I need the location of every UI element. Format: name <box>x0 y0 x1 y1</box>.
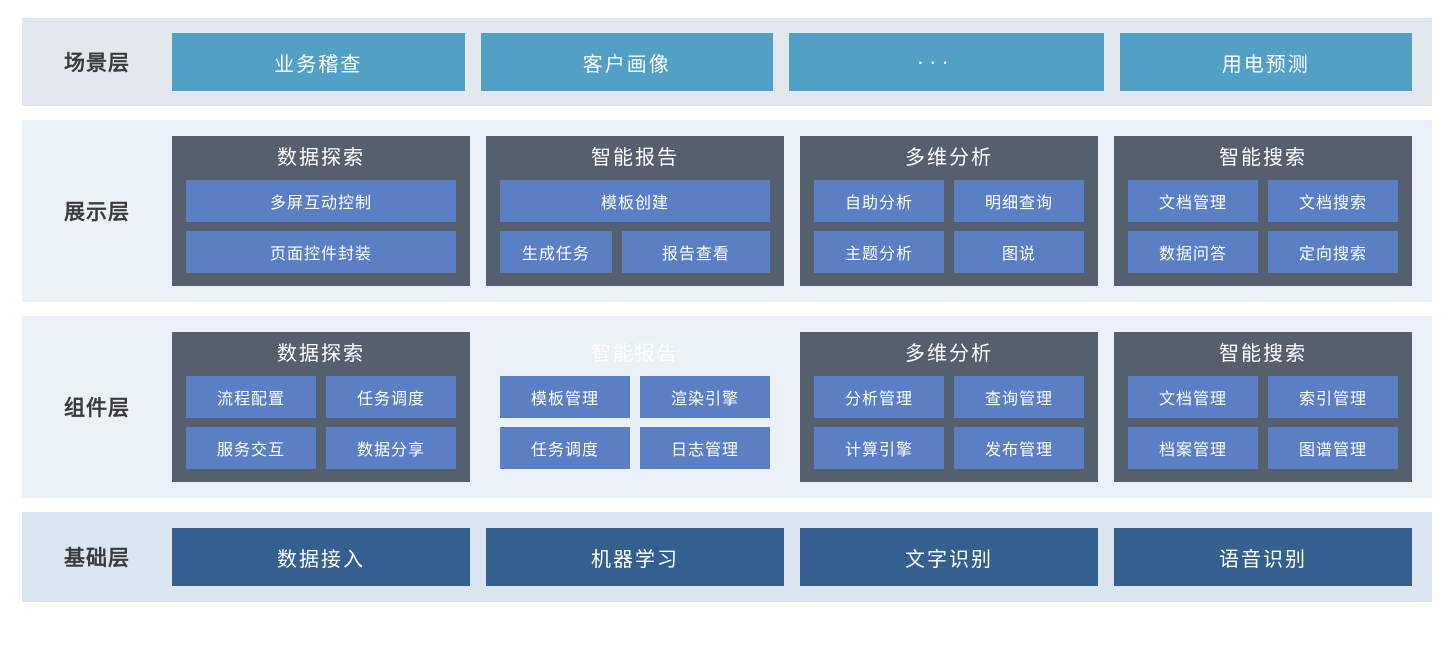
layer-label-component: 组件层 <box>64 397 130 420</box>
module-card-row: 生成任务报告查看 <box>500 231 770 273</box>
module-card-row: 档案管理图谱管理 <box>1128 427 1398 469</box>
module-sub-tile[interactable]: 数据分享 <box>326 427 456 469</box>
base-tile[interactable]: 文字识别 <box>800 528 1098 586</box>
module-sub-tile[interactable]: 渲染引擎 <box>640 376 770 418</box>
module-card-rows: 分析管理查询管理计算引擎发布管理 <box>814 376 1084 470</box>
layer-band-component: 组件层数据探索流程配置任务调度服务交互数据分享智能报告模板管理渲染引擎任务调度日… <box>22 316 1432 498</box>
module-card-title: 多维分析 <box>905 343 993 365</box>
module-card[interactable]: 智能报告模板管理渲染引擎任务调度日志管理 <box>486 332 784 482</box>
layer-label-scene: 场景层 <box>64 52 130 75</box>
scene-tile[interactable]: 业务稽查 <box>172 33 465 91</box>
module-sub-tile[interactable]: 分析管理 <box>814 376 944 418</box>
module-sub-tile[interactable]: 图说 <box>954 231 1084 273</box>
module-sub-tile[interactable]: 发布管理 <box>954 427 1084 469</box>
module-sub-tile[interactable]: 索引管理 <box>1268 376 1398 418</box>
module-sub-tile[interactable]: 生成任务 <box>500 231 612 273</box>
module-sub-tile[interactable]: 报告查看 <box>621 231 770 273</box>
module-card-row: 多屏互动控制 <box>186 180 456 222</box>
module-card-row: 任务调度日志管理 <box>500 427 770 469</box>
module-card[interactable]: 数据探索多屏互动控制页面控件封装 <box>172 136 470 286</box>
module-sub-tile[interactable]: 文档搜索 <box>1268 180 1398 222</box>
module-sub-tile[interactable]: 查询管理 <box>954 376 1084 418</box>
module-card-rows: 文档管理索引管理档案管理图谱管理 <box>1128 376 1398 470</box>
module-card[interactable]: 智能报告模板创建生成任务报告查看 <box>486 136 784 286</box>
module-card-row: 主题分析图说 <box>814 231 1084 273</box>
layer-body-display: 数据探索多屏互动控制页面控件封装智能报告模板创建生成任务报告查看多维分析自助分析… <box>172 120 1432 302</box>
module-card-row: 流程配置任务调度 <box>186 376 456 418</box>
module-card[interactable]: 多维分析自助分析明细查询主题分析图说 <box>800 136 1098 286</box>
module-sub-tile[interactable]: 模板创建 <box>500 180 770 222</box>
module-card-title: 智能报告 <box>591 343 679 365</box>
module-sub-tile[interactable]: 计算引擎 <box>814 427 944 469</box>
module-sub-tile[interactable]: 自助分析 <box>814 180 944 222</box>
layer-band-display: 展示层数据探索多屏互动控制页面控件封装智能报告模板创建生成任务报告查看多维分析自… <box>22 120 1432 302</box>
module-card-row: 模板管理渲染引擎 <box>500 376 770 418</box>
module-card-title: 智能搜索 <box>1219 343 1307 365</box>
layer-body-component: 数据探索流程配置任务调度服务交互数据分享智能报告模板管理渲染引擎任务调度日志管理… <box>172 316 1432 498</box>
module-sub-tile[interactable]: 多屏互动控制 <box>186 180 456 222</box>
module-card-title: 智能搜索 <box>1219 147 1307 169</box>
module-card-title: 多维分析 <box>905 147 993 169</box>
layer-body-base: 数据接入机器学习文字识别语音识别 <box>172 512 1432 602</box>
module-sub-tile[interactable]: 模板管理 <box>500 376 630 418</box>
base-tile[interactable]: 数据接入 <box>172 528 470 586</box>
layer-band-base: 基础层 数据接入机器学习文字识别语音识别 <box>22 512 1432 602</box>
module-sub-tile[interactable]: 服务交互 <box>186 427 316 469</box>
module-sub-tile[interactable]: 文档管理 <box>1128 180 1258 222</box>
base-tile[interactable]: 语音识别 <box>1114 528 1412 586</box>
module-card-title: 数据探索 <box>277 147 365 169</box>
module-card-title: 智能报告 <box>591 147 679 169</box>
module-card-row: 服务交互数据分享 <box>186 427 456 469</box>
module-sub-tile[interactable]: 日志管理 <box>640 427 770 469</box>
module-card-row: 页面控件封装 <box>186 231 456 273</box>
module-card-row: 模板创建 <box>500 180 770 222</box>
module-card-row: 文档管理文档搜索 <box>1128 180 1398 222</box>
module-card-row: 分析管理查询管理 <box>814 376 1084 418</box>
module-card[interactable]: 智能搜索文档管理文档搜索数据问答定向搜索 <box>1114 136 1412 286</box>
module-sub-tile[interactable]: 档案管理 <box>1128 427 1258 469</box>
base-tile[interactable]: 机器学习 <box>486 528 784 586</box>
ellipsis-icon[interactable]: ··· <box>789 33 1104 91</box>
module-card-row: 数据问答定向搜索 <box>1128 231 1398 273</box>
module-card-title: 数据探索 <box>277 343 365 365</box>
ellipsis-glyph: ··· <box>916 48 954 74</box>
module-sub-tile[interactable]: 文档管理 <box>1128 376 1258 418</box>
module-sub-tile[interactable]: 流程配置 <box>186 376 316 418</box>
module-sub-tile[interactable]: 定向搜索 <box>1268 231 1398 273</box>
module-card-row: 计算引擎发布管理 <box>814 427 1084 469</box>
module-sub-tile[interactable]: 任务调度 <box>326 376 456 418</box>
module-card-rows: 模板创建生成任务报告查看 <box>500 180 770 274</box>
module-sub-tile[interactable]: 主题分析 <box>814 231 944 273</box>
module-card-row: 自助分析明细查询 <box>814 180 1084 222</box>
module-card-rows: 文档管理文档搜索数据问答定向搜索 <box>1128 180 1398 274</box>
module-card[interactable]: 智能搜索文档管理索引管理档案管理图谱管理 <box>1114 332 1412 482</box>
module-sub-tile[interactable]: 任务调度 <box>500 427 630 469</box>
layer-band-scene: 场景层 业务稽查客户画像 ··· 用电预测 <box>22 18 1432 106</box>
layer-label-display: 展示层 <box>64 201 130 224</box>
layer-body-scene: 业务稽查客户画像 ··· 用电预测 <box>172 18 1432 106</box>
module-sub-tile[interactable]: 数据问答 <box>1128 231 1258 273</box>
module-card-rows: 多屏互动控制页面控件封装 <box>186 180 456 274</box>
module-sub-tile[interactable]: 明细查询 <box>954 180 1084 222</box>
module-sub-tile[interactable]: 页面控件封装 <box>186 231 456 273</box>
module-card-rows: 流程配置任务调度服务交互数据分享 <box>186 376 456 470</box>
module-card-rows: 自助分析明细查询主题分析图说 <box>814 180 1084 274</box>
layer-label-base: 基础层 <box>64 547 130 570</box>
module-card-row: 文档管理索引管理 <box>1128 376 1398 418</box>
module-card-rows: 模板管理渲染引擎任务调度日志管理 <box>500 376 770 470</box>
scene-tile[interactable]: 客户画像 <box>480 33 773 91</box>
module-sub-tile[interactable]: 图谱管理 <box>1268 427 1398 469</box>
scene-tile[interactable]: 用电预测 <box>1119 33 1412 91</box>
module-card[interactable]: 多维分析分析管理查询管理计算引擎发布管理 <box>800 332 1098 482</box>
module-card[interactable]: 数据探索流程配置任务调度服务交互数据分享 <box>172 332 470 482</box>
